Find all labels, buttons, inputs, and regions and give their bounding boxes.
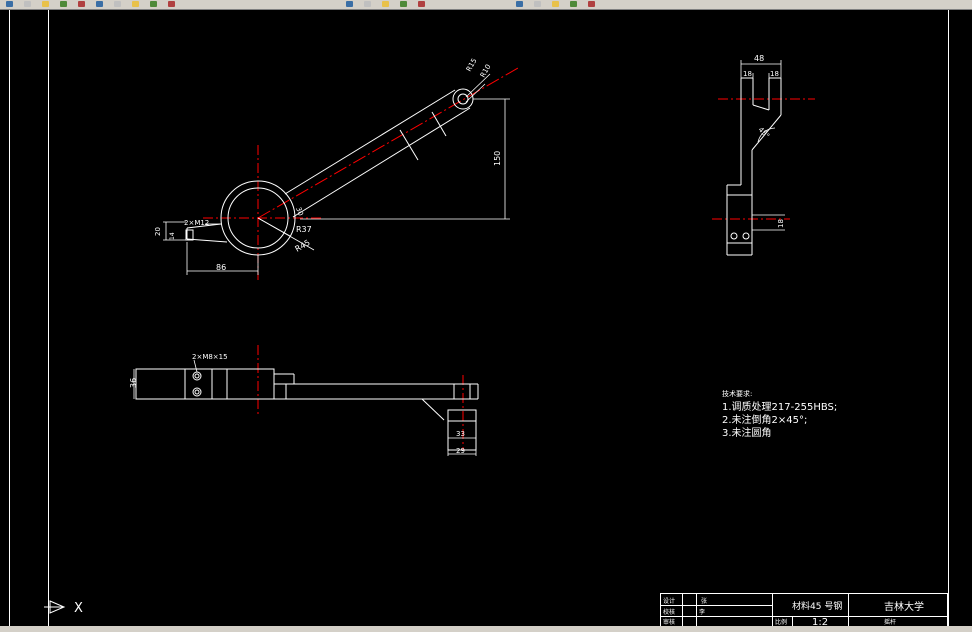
design-center-icon[interactable] [534, 1, 541, 7]
standard-toolbar [0, 0, 972, 10]
dim-thread-callout: 2×M8×15 [192, 353, 228, 361]
notes-line-2: 2.未注倒角2×45°; [722, 413, 807, 426]
zoom-previous-icon[interactable] [418, 1, 425, 7]
dim-150: 150 [493, 151, 502, 166]
dim-20: 20 [154, 227, 162, 236]
preview-icon[interactable] [78, 1, 85, 7]
paste-icon[interactable] [132, 1, 139, 7]
copy-icon[interactable] [114, 1, 121, 7]
ucs-x-label: X [74, 601, 83, 616]
ucs-icon: X [44, 600, 83, 616]
front-view: 2×M8×15 36 33 29 [129, 345, 479, 456]
drawing-frame [9, 10, 949, 626]
title-checker-label: 校核 [663, 608, 675, 616]
dim-r10: R10 [479, 63, 493, 79]
dim-36: 36 [129, 378, 138, 388]
dim-30: 30 [294, 206, 305, 217]
side-view-centerlines [712, 98, 815, 220]
front-view-dimension-lines [133, 359, 477, 456]
dim-18-right: 18 [770, 70, 779, 78]
dim-48: 48 [754, 54, 764, 63]
undo-icon[interactable] [168, 1, 175, 7]
notes-line-1: 1.调质处理217-255HBS; [722, 401, 837, 413]
top-view-geometry [185, 88, 474, 256]
side-view: 48 18 18 45° 18 [712, 54, 815, 256]
title-designer-value: 张 [701, 597, 707, 605]
dim-r15: R15 [465, 57, 479, 73]
title-checker-value: 李 [699, 608, 705, 616]
top-view-dimension-lines [163, 73, 510, 275]
dim-29: 29 [456, 447, 465, 455]
dim-hole-callout: 2×M12 [184, 219, 209, 227]
pan-icon[interactable] [364, 1, 371, 7]
open-icon[interactable] [24, 1, 31, 7]
match-icon[interactable] [150, 1, 157, 7]
title-part-name: 摇杆 [884, 618, 896, 626]
zoom-window-icon[interactable] [400, 1, 407, 7]
title-review-label: 审核 [663, 618, 675, 626]
dim-14: 14 [169, 232, 176, 240]
print-icon[interactable] [60, 1, 67, 7]
title-scale-label: 比例 [775, 618, 787, 626]
title-scale-value: 1:2 [812, 617, 828, 626]
redo-icon[interactable] [346, 1, 353, 7]
top-view-centerlines [203, 67, 519, 280]
tool-palette-icon[interactable] [552, 1, 559, 7]
save-icon[interactable] [42, 1, 49, 7]
zoom-icon[interactable] [382, 1, 389, 7]
dim-r37: R37 [296, 225, 312, 234]
side-view-geometry [726, 77, 782, 256]
title-designer-label: 设计 [663, 597, 675, 605]
properties-icon[interactable] [516, 1, 523, 7]
notes-line-3: 3.未注圆角 [722, 426, 772, 439]
dim-18-left: 18 [743, 70, 752, 78]
help-icon[interactable] [570, 1, 577, 7]
new-file-icon[interactable] [6, 1, 13, 7]
front-view-geometry [135, 368, 479, 451]
cut-icon[interactable] [96, 1, 103, 7]
technical-notes: 技术要求: 1.调质处理217-255HBS; 2.未注倒角2×45°; 3.未… [722, 389, 837, 439]
dim-33: 33 [456, 430, 465, 438]
side-view-dimension-lines [740, 60, 785, 231]
dim-r45: R45 [294, 238, 312, 254]
title-school: 吉林大学 [884, 600, 924, 613]
front-view-centerlines [257, 345, 464, 450]
dim-angle-45: 45° [757, 126, 771, 140]
notes-title: 技术要求: [722, 389, 752, 398]
title-material: 材料45 号钢 [792, 600, 842, 612]
top-view: R15 R10 150 2×M12 20 14 86 R37 R45 30 [154, 57, 519, 280]
dim-86: 86 [216, 263, 226, 272]
layout-tabs-bar [0, 626, 972, 632]
layer-icon[interactable] [588, 1, 595, 7]
dim-18-bottom: 18 [777, 219, 785, 228]
title-block: 设计 张 校核 李 审核 材料45 号钢 吉林大学 比例 1:2 摇杆 [660, 593, 948, 626]
drawing-canvas[interactable]: R15 R10 150 2×M12 20 14 86 R37 R45 30 [0, 10, 972, 626]
